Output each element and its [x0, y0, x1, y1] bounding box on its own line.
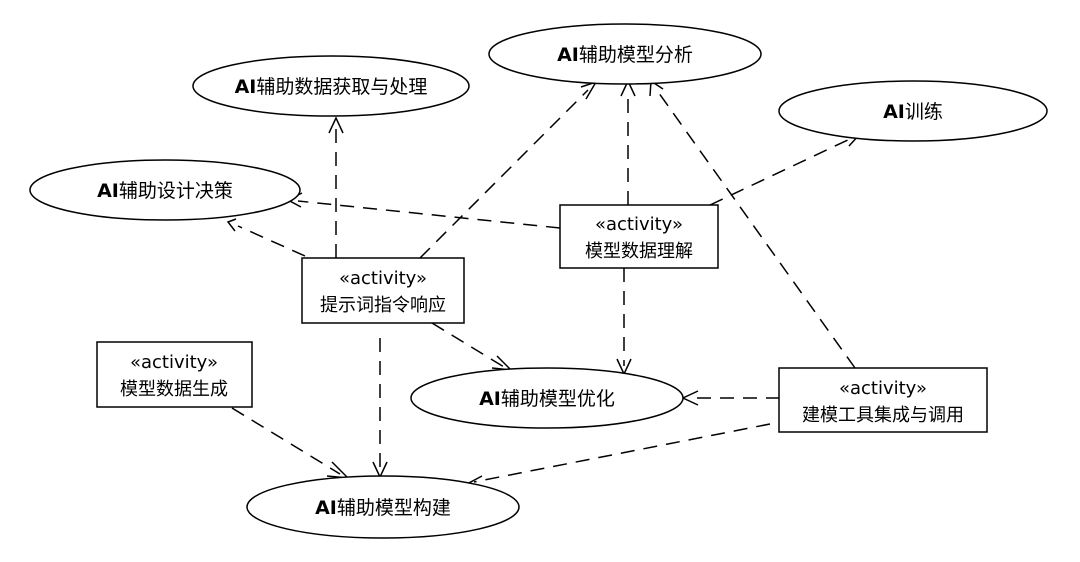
- edge-generate-to-ai-build: [231, 407, 351, 479]
- activity-understand[interactable]: «activity» 模型数据理解: [559, 204, 719, 269]
- edge-understand-to-ai-decision: [286, 192, 561, 229]
- edge-integrate-to-ai-optimize: [681, 390, 780, 406]
- svg-text:AI辅助模型构建: AI辅助模型构建: [315, 497, 451, 519]
- edge-understand-to-ai-analysis: [620, 79, 636, 205]
- usecase-ai-optimize[interactable]: AI辅助模型优化: [410, 367, 684, 429]
- usecase-ai-optimize-prefix: AI: [479, 388, 501, 410]
- usecase-ai-build[interactable]: AI辅助模型构建: [246, 475, 520, 539]
- svg-text:AI辅助模型分析: AI辅助模型分析: [557, 44, 693, 66]
- activity-integrate-label: 建模工具集成与调用: [802, 405, 964, 426]
- usecase-ai-decision-label: 辅助设计决策: [119, 180, 233, 202]
- usecase-ai-train-label: 训练: [905, 101, 943, 123]
- svg-text:AI辅助设计决策: AI辅助设计决策: [97, 180, 233, 202]
- edge-understand-to-ai-train: [709, 133, 862, 206]
- usecase-ai-build-prefix: AI: [315, 497, 337, 519]
- usecase-ai-build-label: 辅助模型构建: [337, 497, 451, 519]
- svg-text:AI辅助数据获取与处理: AI辅助数据获取与处理: [235, 76, 428, 98]
- usecase-ai-data-prefix: AI: [235, 76, 257, 98]
- usecase-ai-decision[interactable]: AI辅助设计决策: [29, 159, 301, 221]
- activity-prompt-stereotype: «activity»: [339, 268, 427, 289]
- activity-generate[interactable]: «activity» 模型数据生成: [96, 341, 253, 408]
- edge-understand-to-ai-optimize: [616, 268, 632, 376]
- usecase-ai-analysis[interactable]: AI辅助模型分析: [488, 23, 762, 85]
- svg-text:AI辅助模型优化: AI辅助模型优化: [479, 388, 615, 410]
- activity-understand-stereotype: «activity»: [595, 214, 683, 235]
- usecase-ai-decision-prefix: AI: [97, 180, 119, 202]
- usecase-ai-analysis-label: 辅助模型分析: [579, 44, 693, 66]
- activity-generate-label: 模型数据生成: [120, 379, 228, 400]
- edge-integrate-to-ai-build: [465, 423, 771, 491]
- edge-prompt-to-ai-optimize: [431, 322, 514, 371]
- usecase-ai-train[interactable]: AI训练: [778, 80, 1048, 142]
- svg-text:AI训练: AI训练: [883, 101, 943, 123]
- activity-prompt[interactable]: «activity» 提示词指令响应: [301, 257, 465, 324]
- edge-prompt-to-ai-decision: [226, 218, 306, 257]
- usecase-ai-data-label: 辅助数据获取与处理: [256, 76, 427, 98]
- activity-understand-label: 模型数据理解: [585, 241, 693, 262]
- usecase-ai-analysis-prefix: AI: [557, 44, 579, 66]
- usecase-ai-optimize-label: 辅助模型优化: [501, 388, 615, 410]
- activity-integrate-stereotype: «activity»: [839, 378, 927, 399]
- activity-prompt-label: 提示词指令响应: [320, 295, 446, 316]
- usecase-ai-data[interactable]: AI辅助数据获取与处理: [192, 55, 470, 117]
- usecase-ai-train-prefix: AI: [883, 101, 905, 123]
- activity-generate-stereotype: «activity»: [130, 352, 218, 373]
- edge-prompt-to-ai-data: [328, 116, 344, 258]
- activity-integrate[interactable]: «activity» 建模工具集成与调用: [778, 367, 988, 433]
- edge-prompt-to-ai-build: [372, 338, 388, 479]
